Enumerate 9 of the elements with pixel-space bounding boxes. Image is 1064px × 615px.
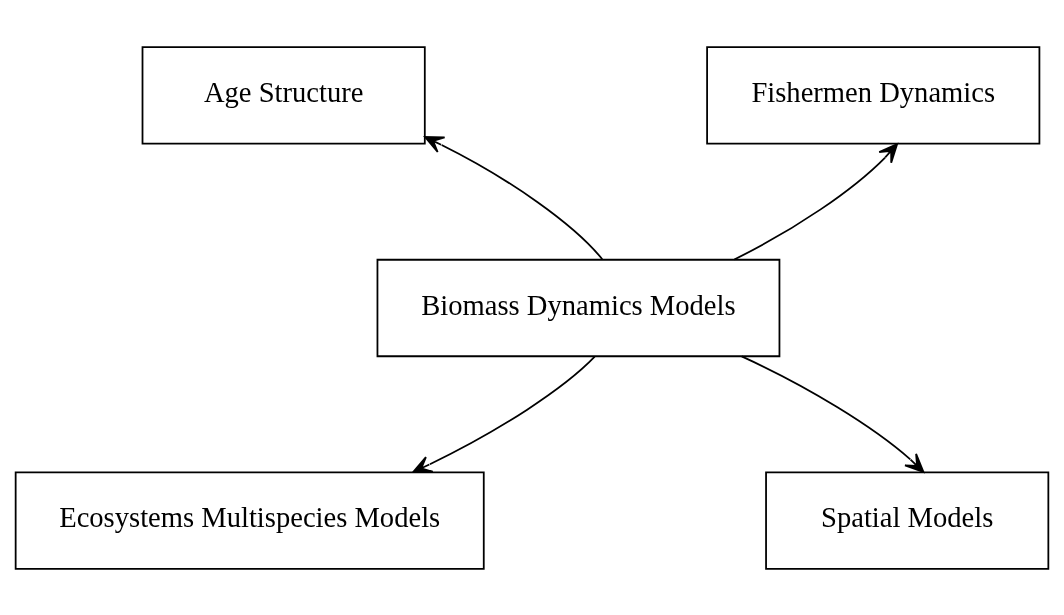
node-box: Ecosystems Multispecies Models	[14, 470, 485, 570]
arrow	[740, 355, 925, 473]
arrow	[412, 355, 596, 473]
node-box: Age Structure	[141, 45, 426, 145]
node-box: Spatial Models	[765, 470, 1050, 570]
node-box: Biomass Dynamics Models	[376, 258, 781, 357]
arrow	[733, 142, 898, 260]
node-box: Fishermen Dynamics	[706, 45, 1041, 145]
arrow	[424, 135, 604, 260]
